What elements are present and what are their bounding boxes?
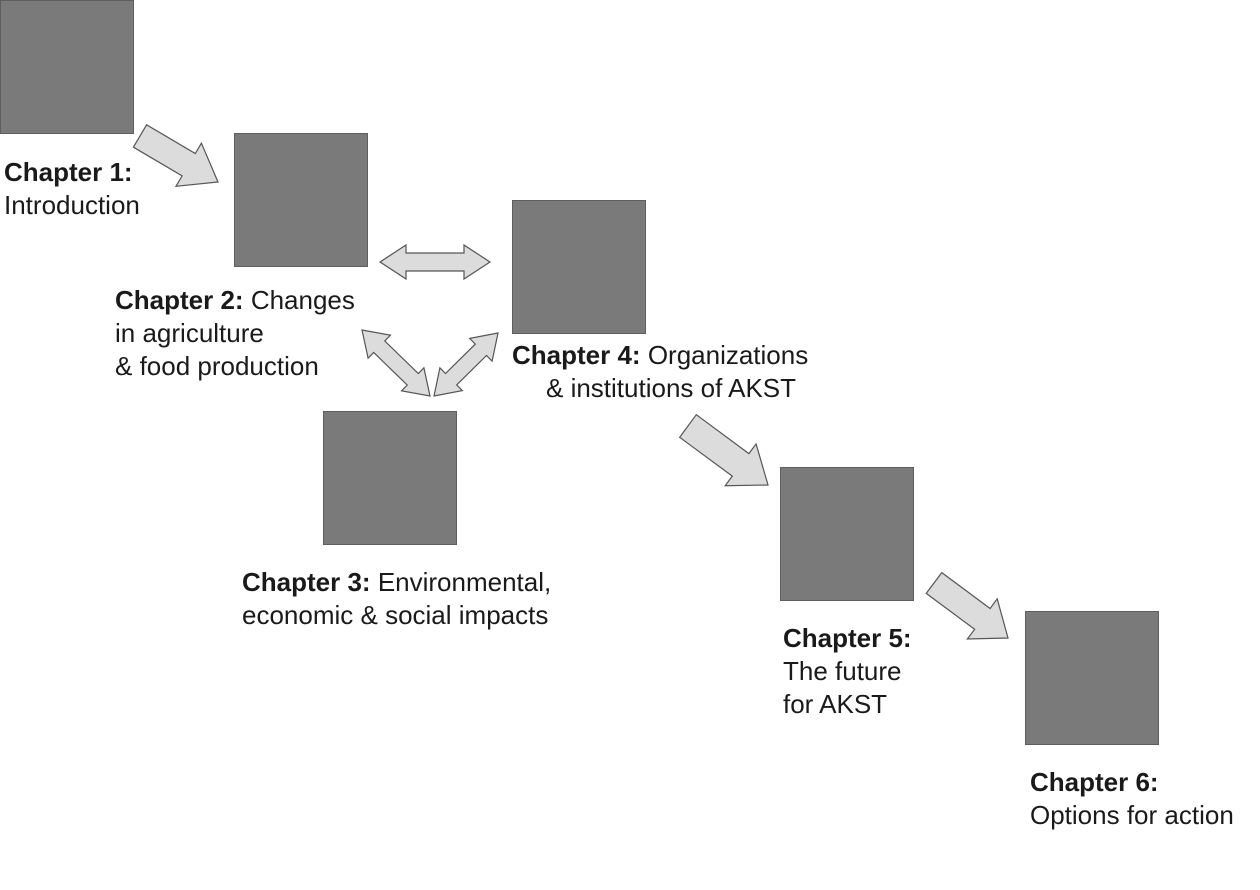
chapter-6-title: Chapter 6: [1030, 767, 1159, 797]
chapter-5-text-line-1: The future [783, 656, 902, 686]
arrow-chapter-2-to-chapter-3 [361, 329, 431, 397]
chapter-3-box [323, 411, 457, 545]
chapter-2-text-line-1: in agriculture [115, 318, 264, 348]
chapter-6-box [1025, 611, 1159, 745]
arrow-chapter-4-to-chapter-3 [433, 332, 499, 397]
chapter-6-text-line-1: Options for action [1030, 800, 1234, 830]
chapter-1-text-line-1: Introduction [4, 190, 140, 220]
chapter-6-label: Chapter 6: Options for action [1030, 766, 1234, 832]
arrow-chapter-5-to-chapter-6 [925, 571, 1009, 640]
arrow-chapter-2-to-chapter-4 [378, 243, 492, 281]
arrow-chapter-4-to-chapter-5 [678, 413, 769, 487]
arrow-chapter-1-to-chapter-2 [132, 123, 219, 188]
chapter-3-text: Environmental, [377, 567, 552, 597]
chapter-1-title: Chapter 1: [4, 157, 133, 187]
chapter-5-title: Chapter 5: [783, 623, 912, 653]
chapter-5-box [780, 467, 914, 601]
chapter-5-text-line-2: for AKST [783, 689, 888, 719]
chapter-4-text-line-1: & institutions of AKST [546, 373, 797, 403]
chapter-2-label: Chapter 2: Changes in agriculture & food… [115, 284, 355, 383]
chapter-1-box [0, 0, 134, 134]
chapter-3-label: Chapter 3: Environmental, economic & soc… [242, 566, 551, 632]
chapter-2-text-line-2: & food production [115, 351, 319, 381]
chapter-3-title: Chapter 3: [242, 567, 371, 597]
chapter-2-title: Chapter 2: [115, 285, 244, 315]
chapter-4-title: Chapter 4: [512, 340, 641, 370]
chapter-2-text: Changes [250, 285, 355, 315]
chapter-3-text-line-1: economic & social impacts [242, 600, 549, 630]
chapter-4-box [512, 200, 646, 334]
chapter-4-text: Organizations [647, 340, 809, 370]
chapter-1-label: Chapter 1: Introduction [4, 156, 140, 222]
chapter-2-box [234, 133, 368, 267]
chapter-5-label: Chapter 5: The future for AKST [783, 622, 912, 721]
chapter-4-label: Chapter 4: Organizations & institutions … [512, 339, 808, 405]
